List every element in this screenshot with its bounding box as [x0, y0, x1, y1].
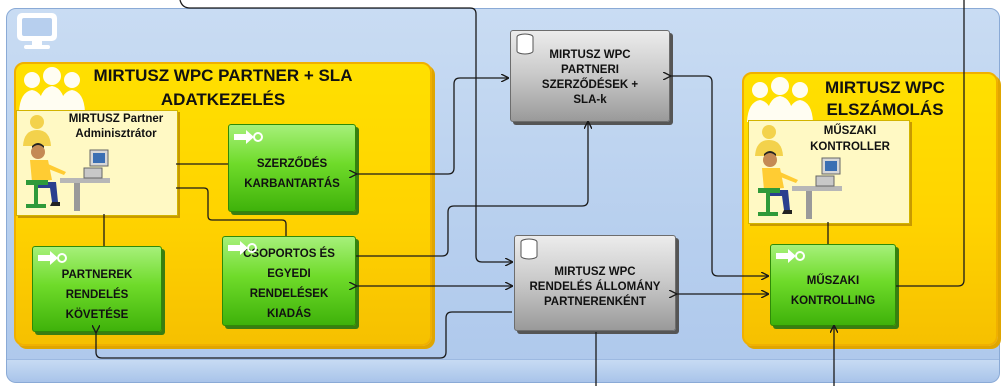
connector-controlling-top	[896, 0, 965, 287]
order-issue-label: CSOPORTOS ÉS EGYEDI RENDELÉSEK KIADÁS	[243, 248, 335, 320]
partner-admin-role-line2: Adminisztrátor	[75, 128, 157, 140]
system-boundary-footer	[7, 359, 999, 382]
group-people-icon	[747, 77, 813, 122]
connector-top-ordersdb	[179, 0, 512, 262]
partner-order-tracking-label: PARTNEREK RENDELÉS KÖVETÉSE	[61, 269, 133, 321]
group-people-icon	[19, 67, 85, 112]
connector-admin-orders	[176, 187, 287, 236]
partner-admin-role-line1: MIRTUSZ Partner	[68, 113, 164, 125]
process-arrow-icon	[38, 251, 67, 265]
billing-panel-title-line2: ELSZÁMOLÁS	[826, 100, 944, 119]
partner-panel-title-line1: MIRTUSZ WPC PARTNER + SLA	[93, 66, 353, 85]
computer-icon	[17, 13, 57, 49]
contracts-database[interactable]: MIRTUSZ WPC PARTNERI SZERZŐDÉSEK + SLA-k	[510, 30, 670, 122]
connector-orders-contractsdb	[356, 122, 588, 257]
orders-database-label: MIRTUSZ WPC RENDELÉS ÁLLOMÁNY PARTNERENK…	[529, 265, 661, 308]
process-arrow-icon	[234, 130, 263, 144]
connector-contractsdb-controlling	[670, 76, 768, 276]
database-cylinder-icon	[520, 238, 538, 260]
technical-controlling-label: MŰSZAKI KONTROLLING	[790, 275, 876, 307]
orders-database[interactable]: MIRTUSZ WPC RENDELÉS ÁLLOMÁNY PARTNERENK…	[514, 235, 676, 331]
person-silhouette-icon	[23, 115, 51, 146]
connector-tracking-ordersdb	[96, 311, 512, 359]
connector-contract-db	[356, 78, 508, 174]
contracts-database-label: MIRTUSZ WPC PARTNERI SZERZŐDÉSEK + SLA-k	[541, 49, 639, 106]
worker-at-computer-icon	[26, 143, 110, 211]
technical-controller-role-line2: KONTROLLER	[810, 141, 890, 153]
process-arrow-icon	[776, 249, 805, 263]
billing-panel-title-line1: MIRTUSZ WPC	[825, 78, 945, 97]
database-cylinder-icon	[516, 33, 534, 55]
contract-maintenance-label: SZERZŐDÉS KARBANTARTÁS	[244, 158, 340, 190]
partner-panel-title-line2: ADATKEZELÉS	[160, 90, 286, 109]
technical-controller-role-line1: MŰSZAKI	[823, 125, 877, 137]
process-arrow-icon	[228, 241, 257, 255]
